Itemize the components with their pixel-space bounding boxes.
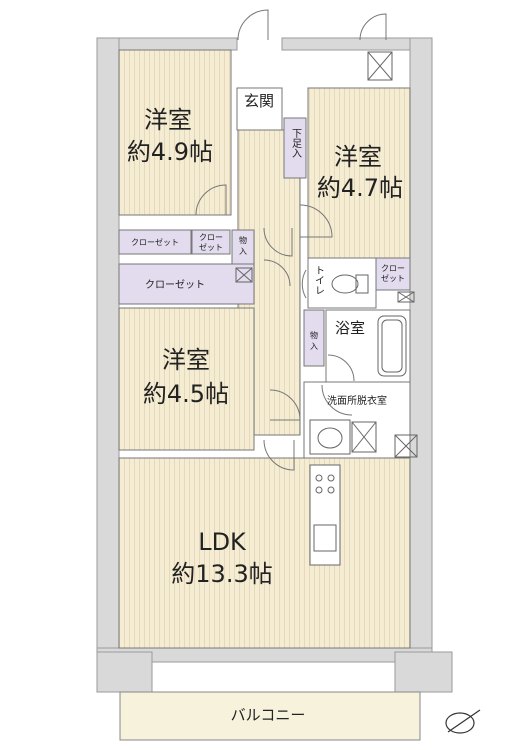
label-west-bedroom-mid-size: 約4.5帖 bbox=[143, 380, 229, 408]
balcony-floor bbox=[119, 691, 421, 741]
closet-top-long bbox=[118, 229, 192, 255]
room-west-bedroom-mid-floor bbox=[118, 307, 255, 451]
label-entrance: 玄関 bbox=[244, 92, 274, 110]
label-closet-toilet-b: ゼット bbox=[381, 273, 405, 283]
closet-top-small bbox=[191, 229, 231, 255]
label-west-bedroom-mid-name: 洋室 bbox=[162, 346, 210, 374]
toilet-floor bbox=[307, 257, 377, 309]
label-east-bedroom-name: 洋室 bbox=[334, 143, 382, 171]
label-east-bedroom-size: 約4.7帖 bbox=[317, 174, 403, 202]
label-storage-a-2: 入 bbox=[239, 247, 247, 256]
storage-a bbox=[231, 229, 255, 265]
label-storage-b-2: 入 bbox=[310, 342, 318, 351]
bathtub-icon bbox=[377, 315, 407, 377]
label-storage-b-1: 物 bbox=[310, 330, 318, 340]
closet-toilet bbox=[375, 257, 411, 291]
label-closet-toilet-a: クロー bbox=[381, 264, 405, 273]
label-closet-long: クローゼット bbox=[145, 279, 205, 291]
label-storage-a-1: 物 bbox=[239, 235, 247, 245]
label-west-bedroom-top-name: 洋室 bbox=[144, 106, 192, 134]
label-ldk-size: 約13.3帖 bbox=[171, 560, 272, 588]
outer-walls bbox=[96, 37, 453, 693]
label-ldk-name: LDK bbox=[198, 528, 247, 556]
room-east-bedroom-floor bbox=[307, 87, 411, 259]
label-closet-top-small-b: ゼット bbox=[199, 242, 223, 252]
toilet-icon bbox=[331, 274, 369, 294]
label-closet-top-small-a: クロー bbox=[199, 233, 223, 242]
label-west-bedroom-top-size: 約4.9帖 bbox=[127, 138, 213, 166]
label-toilet: トイレ bbox=[313, 265, 325, 295]
label-shoe-storage: 下足入 bbox=[290, 128, 302, 158]
shoe-storage bbox=[283, 117, 307, 179]
room-west-bedroom-top-floor bbox=[118, 49, 232, 216]
bath-floor bbox=[325, 309, 411, 383]
kitchen-counter-icon bbox=[309, 464, 341, 566]
room-ldk-floor bbox=[118, 457, 411, 649]
duct-icon bbox=[235, 51, 418, 458]
entrance-floor bbox=[236, 87, 283, 131]
storage-b bbox=[303, 309, 325, 367]
closet-long bbox=[118, 263, 255, 305]
label-bath: 浴室 bbox=[335, 319, 365, 337]
label-washroom: 洗面所脱衣室 bbox=[327, 394, 387, 407]
label-balcony: バルコニー bbox=[231, 706, 306, 724]
washbasin-icon bbox=[309, 419, 351, 455]
label-closet-top-long: クローゼット bbox=[131, 237, 179, 247]
door-swings bbox=[195, 9, 387, 471]
compass-icon bbox=[445, 709, 481, 734]
